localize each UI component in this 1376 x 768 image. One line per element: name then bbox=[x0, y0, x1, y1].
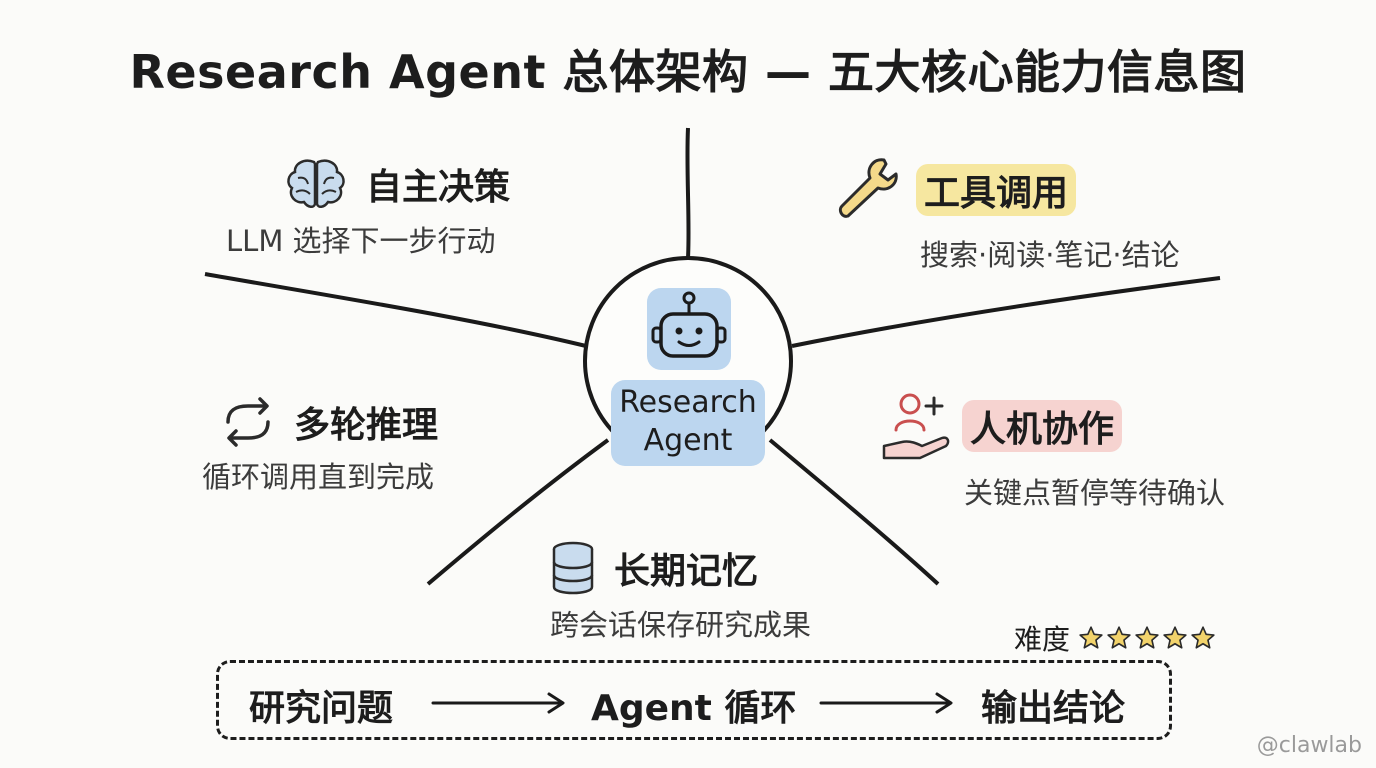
arrow-right-icon bbox=[819, 692, 953, 714]
person-hand-icon bbox=[882, 393, 950, 460]
spoke-bottom-left bbox=[426, 438, 610, 586]
node-reasoning-name: 多轮推理 bbox=[294, 405, 439, 446]
database-icon bbox=[552, 541, 594, 595]
node-collab: 人机协作 关键点暂停等待确认 bbox=[880, 388, 1225, 512]
star-icon bbox=[1135, 626, 1159, 649]
node-tools-desc: 搜索·阅读·笔记·结论 bbox=[920, 238, 1180, 272]
difficulty-rating: 难度 bbox=[1014, 618, 1216, 658]
loop-arrows-icon bbox=[226, 397, 270, 447]
brain-icon bbox=[287, 159, 345, 208]
star-icon bbox=[1079, 626, 1103, 649]
spoke-left bbox=[204, 272, 587, 348]
robot-icon bbox=[651, 291, 727, 358]
node-reasoning: 多轮推理 循环调用直到完成 bbox=[202, 396, 446, 496]
star-icon bbox=[1163, 626, 1187, 649]
flow-step-agent-loop: Agent 循环 bbox=[591, 688, 797, 729]
star-rating bbox=[1078, 625, 1216, 651]
node-decision: 自主决策 LLM 选择下一步行动 bbox=[226, 156, 518, 260]
center-hub: Research Agent bbox=[583, 256, 793, 466]
spoke-right bbox=[791, 276, 1221, 348]
node-memory: 长期记忆 跨会话保存研究成果 bbox=[550, 540, 811, 644]
flow-bar: 研究问题 Agent 循环 输出结论 bbox=[216, 660, 1172, 740]
page-title: Research Agent 总体架构 — 五大核心能力信息图 bbox=[129, 45, 1247, 99]
node-tools: 工具调用 搜索·阅读·笔记·结论 bbox=[834, 154, 1180, 274]
center-label-line2: Agent bbox=[643, 423, 733, 458]
node-collab-desc: 关键点暂停等待确认 bbox=[964, 476, 1226, 510]
star-icon bbox=[1107, 626, 1131, 649]
node-memory-desc: 跨会话保存研究成果 bbox=[550, 608, 812, 642]
wrench-icon bbox=[838, 158, 898, 218]
node-memory-name: 长期记忆 bbox=[614, 551, 759, 592]
difficulty-label: 难度 bbox=[1014, 623, 1071, 656]
node-reasoning-desc: 循环调用直到完成 bbox=[202, 460, 435, 494]
flow-step-conclusion: 输出结论 bbox=[981, 688, 1126, 729]
node-decision-name: 自主决策 bbox=[366, 167, 511, 208]
star-icon bbox=[1191, 626, 1215, 649]
credit-watermark: @clawlab bbox=[1256, 733, 1362, 758]
spoke-bottom-right bbox=[768, 438, 940, 586]
node-decision-desc: LLM 选择下一步行动 bbox=[226, 224, 496, 258]
node-tools-name: 工具调用 bbox=[916, 164, 1077, 216]
arrow-right-icon bbox=[431, 692, 565, 714]
spoke-top bbox=[685, 127, 691, 259]
node-collab-name: 人机协作 bbox=[962, 400, 1123, 452]
center-label: Research Agent bbox=[611, 380, 765, 466]
flow-step-question: 研究问题 bbox=[249, 688, 394, 729]
center-label-line1: Research bbox=[619, 385, 757, 420]
